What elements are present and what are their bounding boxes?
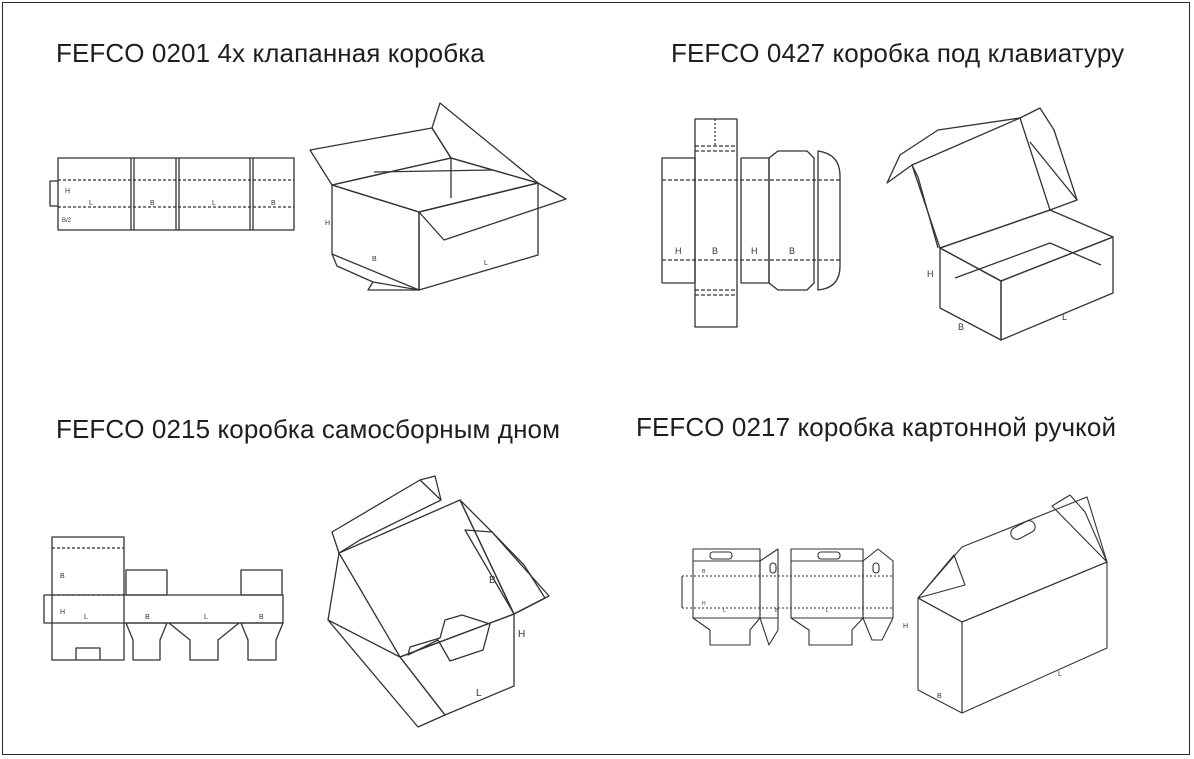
net-0201-label-l2: L — [212, 200, 216, 207]
net-0427-label-h: H — [675, 246, 682, 256]
box-0201-label-b: B — [372, 256, 377, 263]
panel-title-0427: FEFCO 0427 коробка под клавиатуру — [671, 38, 1125, 68]
box-0215-label-h: H — [518, 629, 525, 640]
net-0217-label-b: B — [702, 569, 706, 575]
net-0215-label-b2: B — [145, 614, 150, 621]
box-0215 — [327, 475, 550, 728]
box-0217-label-l: L — [1058, 671, 1062, 678]
net-0201-label-b2: B — [271, 200, 276, 207]
box-0201-label-l: L — [484, 260, 488, 267]
net-0427-label-b2: B — [789, 246, 795, 256]
net-0215-label-h: H — [60, 609, 65, 616]
net-0201 — [49, 157, 295, 231]
box-0201-label-h: H — [325, 220, 330, 227]
box-0427 — [886, 107, 1114, 341]
net-0217 — [681, 548, 894, 646]
net-0217-label-b2: B — [775, 608, 779, 614]
box-0427-label-l: L — [1062, 312, 1067, 322]
net-0427-label-h2: H — [751, 246, 758, 256]
net-0215-label-l2: L — [204, 614, 208, 621]
box-0217-label-h: H — [903, 623, 908, 630]
net-0201-label-l: L — [89, 200, 93, 207]
net-0215 — [43, 536, 284, 661]
net-0427-label-b: B — [712, 246, 718, 256]
net-0215-label-l: L — [84, 614, 88, 621]
box-0201 — [309, 102, 567, 291]
net-0217-label-l: L — [723, 608, 726, 614]
panel-title-0201: FEFCO 0201 4х клапанная коробка — [56, 38, 485, 68]
box-0217 — [917, 494, 1108, 714]
panel-title-0217: FEFCO 0217 коробка картонной ручкой — [636, 412, 1117, 442]
box-0215-label-l: L — [476, 688, 482, 699]
panel-title-0215: FEFCO 0215 коробка самосборным дном — [56, 414, 561, 444]
net-0427 — [661, 118, 841, 328]
net-0215-label-b: B — [60, 573, 65, 580]
box-0215-label-b: B — [489, 575, 496, 586]
net-0201-label-h: H — [65, 188, 70, 195]
net-0201-label-b: B — [150, 200, 155, 207]
net-0217-label-h: H — [702, 601, 706, 607]
box-0427-label-h: H — [927, 269, 934, 279]
box-0217-label-b: B — [937, 693, 942, 700]
box-0427-label-b: B — [958, 322, 964, 332]
net-0201-label-half-b: B/2 — [62, 218, 72, 224]
net-0215-label-b3: B — [259, 614, 264, 621]
net-0217-label-l2: L — [826, 608, 829, 614]
